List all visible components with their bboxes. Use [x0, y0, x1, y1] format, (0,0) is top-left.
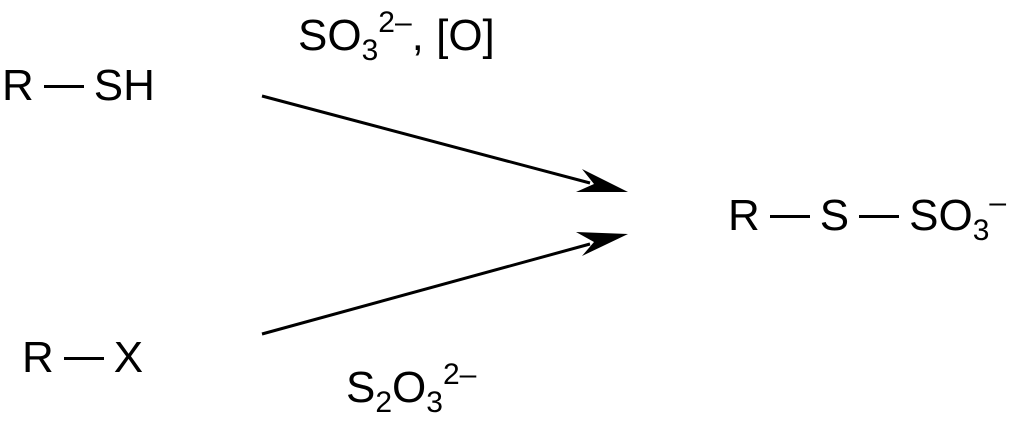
halide-group: X [113, 333, 144, 382]
subscript: 3 [972, 214, 990, 247]
thiol-group: SH [93, 61, 155, 110]
r-group: R [22, 333, 54, 382]
sulfur: S [819, 191, 850, 240]
subscript: 3 [361, 34, 379, 67]
r-group: R [2, 61, 34, 110]
oxygen: O [392, 363, 427, 412]
sulfite-formula: SO [298, 11, 362, 60]
reagent-bottom: S2O32– [346, 360, 476, 418]
reagent-top: SO32–, [O] [298, 8, 495, 66]
sulfur: S [346, 363, 376, 412]
arrow-top [261, 94, 628, 192]
charge: 2– [442, 358, 477, 391]
arrow-bottom [261, 232, 628, 336]
charge: 2– [378, 6, 412, 39]
single-bond [769, 214, 810, 218]
r-group: R [728, 191, 760, 240]
sulfonate: SO [909, 191, 973, 240]
charge: – [989, 186, 1007, 219]
product-bunte-salt: R S SO3– [728, 188, 1006, 246]
subscript: 3 [426, 386, 443, 419]
oxidant-label: , [O] [411, 11, 495, 60]
single-bond [43, 84, 84, 88]
subscript: 2 [375, 386, 393, 419]
single-bond [859, 214, 900, 218]
reactant-thiol: R SH [2, 64, 155, 108]
single-bond [63, 356, 104, 360]
